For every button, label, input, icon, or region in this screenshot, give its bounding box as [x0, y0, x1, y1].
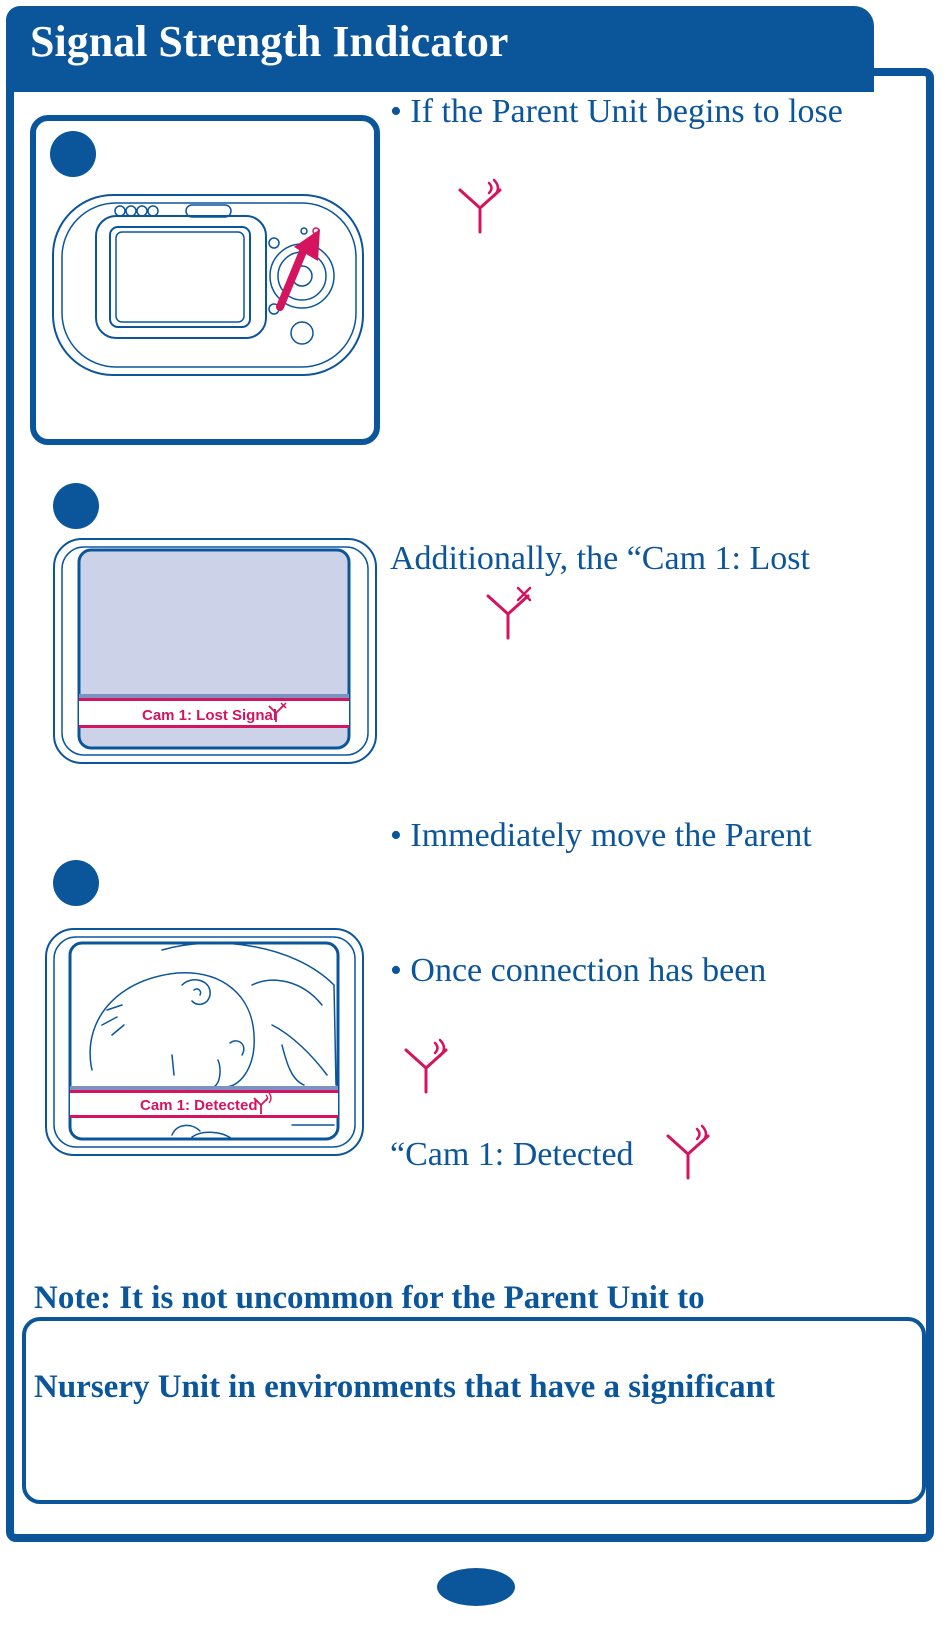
detected-label: Cam 1: Detected — [140, 1097, 258, 1114]
signal-icon — [404, 1038, 448, 1094]
signal-icon — [666, 1124, 710, 1180]
detected-screen: Cam 1: Detected — [45, 928, 364, 1156]
no-signal-icon — [486, 586, 532, 640]
parent-unit-panel — [30, 115, 380, 445]
note-box — [22, 1317, 926, 1504]
page-title: Signal Strength Indicator — [30, 17, 509, 66]
lost-signal-label: Cam 1: Lost Signal — [142, 707, 277, 724]
signal-icon — [458, 178, 502, 234]
step-marker-3 — [53, 860, 99, 906]
title-tab: Signal Strength Indicator — [6, 6, 874, 92]
lost-signal-screen: Cam 1: Lost Signal — [53, 538, 377, 764]
step-4-text: • Once connection has been — [390, 952, 767, 989]
note-line-1: Note: It is not uncommon for the Parent … — [34, 1280, 705, 1316]
step-3-text: • Immediately move the Parent — [390, 817, 812, 854]
parent-unit-illustration — [52, 194, 364, 376]
step-5-text: “Cam 1: Detected — [390, 1136, 634, 1173]
page-number-oval — [437, 1568, 515, 1606]
step-marker-2 — [53, 483, 99, 529]
note-line-2: Nursery Unit in environments that have a… — [34, 1369, 775, 1405]
step-2-text: Additionally, the “Cam 1: Lost — [390, 540, 810, 577]
step-marker-1 — [50, 131, 96, 177]
step-1-text: • If the Parent Unit begins to lose — [390, 93, 843, 130]
